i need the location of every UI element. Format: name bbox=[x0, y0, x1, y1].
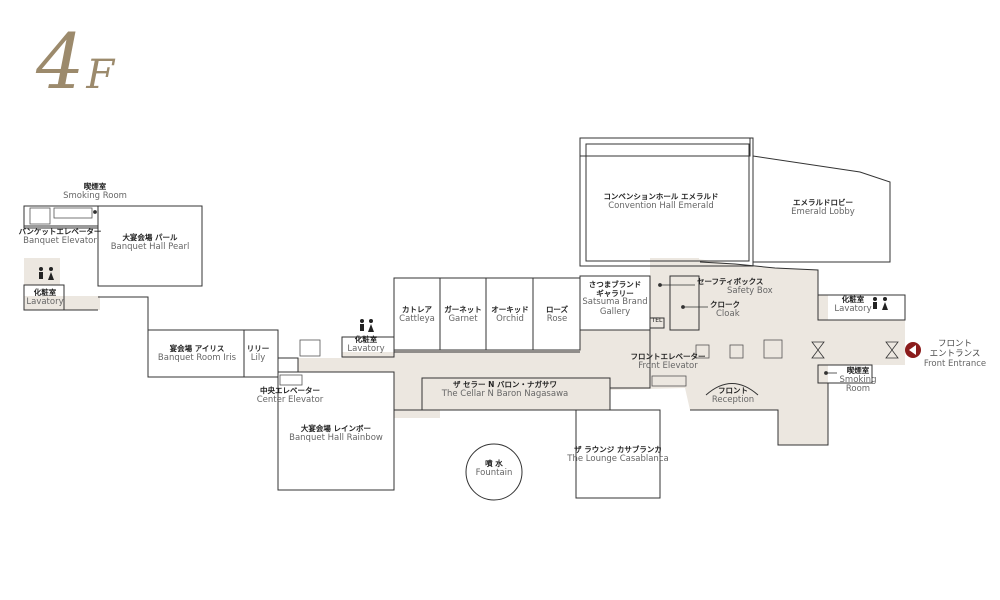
lily bbox=[243, 329, 279, 378]
revolving-door-icon bbox=[885, 341, 899, 359]
tel-box bbox=[649, 317, 665, 329]
smoking-room-e bbox=[817, 364, 873, 384]
reception-desk bbox=[705, 383, 759, 396]
banquet-elevator bbox=[23, 205, 99, 229]
convention-hall bbox=[579, 137, 751, 157]
banquet-elevator-car bbox=[53, 207, 93, 219]
satsuma-gallery bbox=[579, 275, 651, 331]
front-elevator-car bbox=[651, 375, 687, 387]
smoking-room-w bbox=[23, 205, 99, 227]
emerald-lobby bbox=[752, 155, 891, 263]
tel-label: TEL bbox=[651, 317, 663, 324]
cloak bbox=[669, 275, 700, 331]
stairs-icon bbox=[299, 339, 321, 357]
center-elevator-car bbox=[279, 374, 303, 386]
fountain bbox=[465, 443, 523, 501]
stairs-icon bbox=[29, 207, 51, 225]
lounge-casablanca bbox=[575, 409, 661, 499]
revolving-door-icon bbox=[811, 341, 825, 359]
restroom-icon bbox=[39, 267, 888, 332]
lavatory-e bbox=[817, 294, 906, 321]
banquet-hall-pearl bbox=[97, 205, 203, 287]
stairs-icon bbox=[763, 339, 783, 359]
leader-dot bbox=[93, 210, 97, 214]
